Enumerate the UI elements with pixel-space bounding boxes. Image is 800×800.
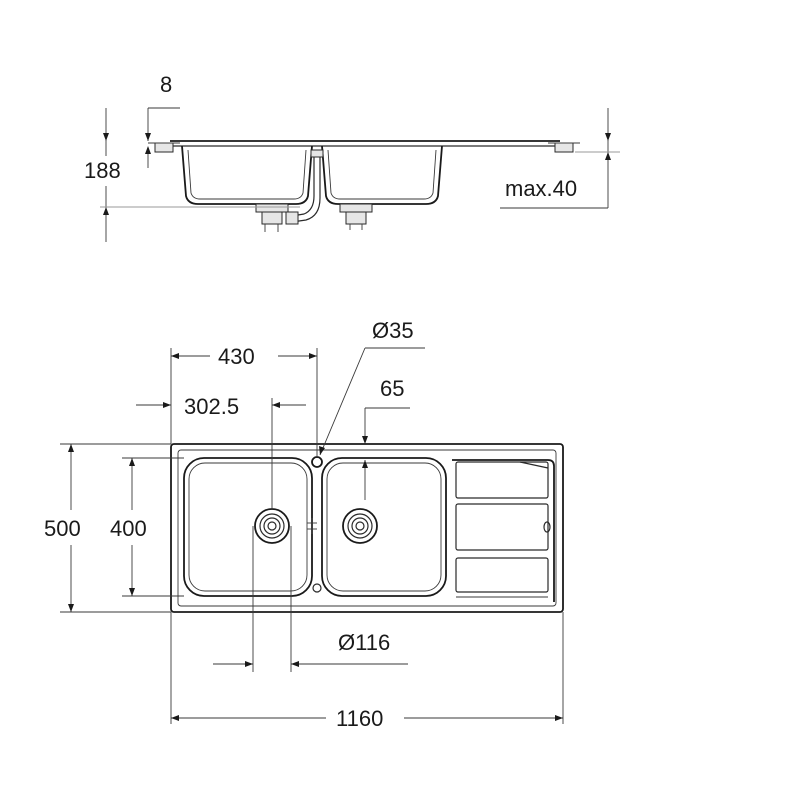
side-view: 8 188 max.40 bbox=[76, 72, 620, 242]
right-drain-body bbox=[345, 211, 367, 225]
right-bowl-profile bbox=[321, 145, 443, 205]
drainer-edge bbox=[452, 459, 555, 602]
overflow-pipe bbox=[291, 152, 315, 217]
left-strainer-center bbox=[267, 521, 277, 531]
dim-d35-leader bbox=[319, 347, 366, 456]
dim-d35-label: Ø35 bbox=[372, 318, 414, 343]
dim-d116-arrow-r bbox=[291, 661, 299, 667]
dim-1160-arrow-l bbox=[171, 715, 179, 721]
left-bowl bbox=[183, 457, 313, 597]
dim-188-arrow-bottom bbox=[103, 207, 109, 215]
dim-500-label: 500 bbox=[44, 516, 81, 541]
right-strainer bbox=[342, 508, 378, 544]
dim-1160-arrow-r bbox=[555, 715, 563, 721]
right-strainer-ring-2 bbox=[351, 517, 369, 535]
left-drain-outlet bbox=[285, 211, 299, 225]
dim-3025-arrow-l bbox=[163, 402, 171, 408]
dim-65-label: 65 bbox=[380, 376, 404, 401]
dim-65-arrow-bottom bbox=[362, 460, 368, 468]
dim-188-mask bbox=[76, 156, 136, 186]
dim-8-arrow bbox=[145, 133, 151, 141]
left-bowl-inner-edge bbox=[188, 462, 308, 592]
dim-1160-label: 1160 bbox=[336, 706, 383, 731]
left-drain-top bbox=[255, 203, 289, 213]
left-strainer-ring-2 bbox=[263, 517, 281, 535]
left-strainer-ring bbox=[259, 513, 285, 539]
left-bowl-inner bbox=[187, 149, 307, 200]
drainer-rib-2 bbox=[455, 503, 549, 551]
worktop-right bbox=[554, 142, 574, 153]
dim-d116-label: Ø116 bbox=[338, 630, 390, 655]
dim-max40-arrow-bottom bbox=[605, 152, 611, 160]
left-drain-body bbox=[261, 211, 283, 225]
dim-188-label: 188 bbox=[84, 158, 121, 183]
dim-500-arrow-bottom bbox=[68, 604, 74, 612]
drainer-rib-3 bbox=[455, 557, 549, 593]
dim-3025-label: 302.5 bbox=[184, 394, 239, 419]
top-view: 430 302.5 Ø35 65 500 400 bbox=[44, 318, 564, 731]
right-bowl bbox=[321, 457, 447, 597]
dim-max40-arrow-top bbox=[605, 133, 611, 141]
dim-500-arrow-top bbox=[68, 444, 74, 452]
dim-400-arrow-top bbox=[129, 458, 135, 466]
overflow-hole bbox=[312, 583, 322, 593]
dim-8-arrow-b bbox=[145, 146, 151, 154]
worktop-left bbox=[154, 142, 174, 153]
right-strainer-ring bbox=[347, 513, 373, 539]
overflow-pipe-outer bbox=[291, 152, 321, 223]
dim-188-arrow-top bbox=[103, 133, 109, 141]
drainer-rib-1 bbox=[455, 461, 549, 499]
dim-65-arrow-top bbox=[362, 436, 368, 444]
dim-430-arrow-l bbox=[171, 353, 179, 359]
dim-430-arrow-r bbox=[309, 353, 317, 359]
drainer-chamfer bbox=[519, 461, 549, 469]
overflow-head bbox=[310, 149, 324, 158]
dim-3025-arrow-r bbox=[272, 402, 280, 408]
dim-8-label: 8 bbox=[160, 72, 172, 97]
right-drain-top bbox=[339, 203, 373, 213]
dim-400-label: 400 bbox=[110, 516, 147, 541]
sink-rim-inner bbox=[177, 449, 557, 607]
sink-outline bbox=[170, 443, 564, 613]
dim-430-label: 430 bbox=[218, 344, 255, 369]
right-bowl-inner bbox=[327, 149, 437, 200]
left-bowl-profile bbox=[181, 145, 313, 205]
right-strainer-center bbox=[355, 521, 365, 531]
drainer-hole bbox=[543, 521, 551, 533]
tap-hole bbox=[311, 456, 323, 468]
dim-d35-arrow bbox=[319, 446, 325, 455]
right-bowl-inner-edge bbox=[326, 462, 442, 592]
dim-400-arrow-bottom bbox=[129, 588, 135, 596]
dim-max40-label: max.40 bbox=[505, 176, 577, 201]
dim-d116-arrow-l bbox=[245, 661, 253, 667]
